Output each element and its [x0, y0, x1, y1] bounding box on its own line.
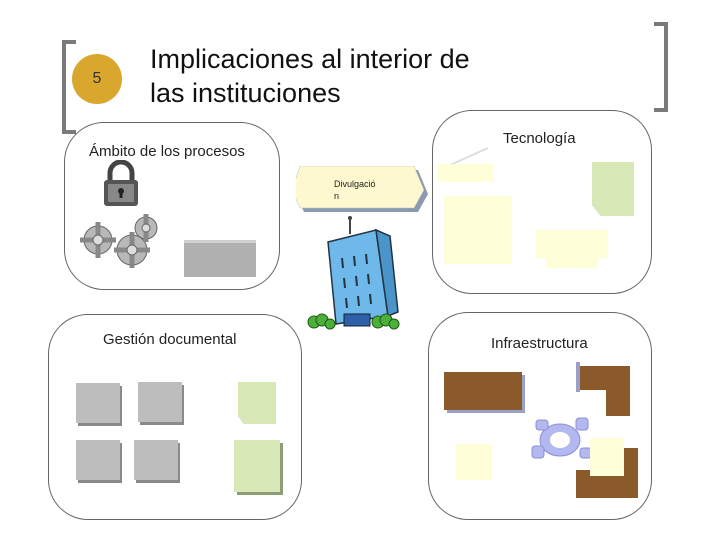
printer-icon: [536, 230, 608, 258]
document-folder-3: [76, 440, 120, 480]
gears-icon: [80, 214, 158, 268]
building-icon: [307, 216, 400, 330]
panel-procesos-label: Ámbito de los procesos: [86, 143, 248, 160]
left-bracket: [62, 40, 76, 134]
lock-icon: [104, 160, 138, 206]
panel-gestion-label: Gestión documental: [100, 331, 240, 348]
right-bracket: [654, 22, 668, 112]
slide-number-badge: 5: [72, 54, 122, 104]
document-folder-4: [134, 440, 178, 480]
page-title: Implicaciones al interior de las institu…: [150, 42, 470, 110]
corner-desk-side: [606, 390, 630, 416]
laptop-icon: [438, 147, 494, 182]
panel-infraestructura-label: Infraestructura: [488, 335, 591, 352]
document-tray: [184, 240, 256, 277]
monitor-icon: [592, 162, 634, 216]
divulgacion-line-2: n: [334, 191, 340, 201]
document-note-2: [234, 440, 280, 492]
document-folder-2: [138, 382, 182, 422]
divulgacion-banner: [296, 166, 428, 212]
floor-plan-block: [456, 444, 492, 480]
chairs-icon: [531, 417, 593, 459]
document-folder-1: [76, 383, 120, 423]
l-desk-top: [590, 438, 624, 476]
title-line-2: las instituciones: [150, 78, 341, 108]
l-desk-side: [624, 448, 638, 476]
slide-number: 5: [92, 70, 102, 87]
divulgacion-label: Divulgació n: [334, 178, 376, 202]
divulgacion-line-1: Divulgació: [334, 179, 376, 189]
desk-icon: [444, 372, 522, 410]
corner-desk-top: [580, 366, 630, 390]
panel-tecnologia-label: Tecnología: [500, 130, 579, 147]
computer-tower: [444, 196, 512, 264]
title-line-1: Implicaciones al interior de: [150, 44, 470, 74]
printer-tray: [546, 256, 598, 268]
document-note-1: [238, 382, 276, 424]
corner-desk-shadow: [576, 362, 580, 392]
